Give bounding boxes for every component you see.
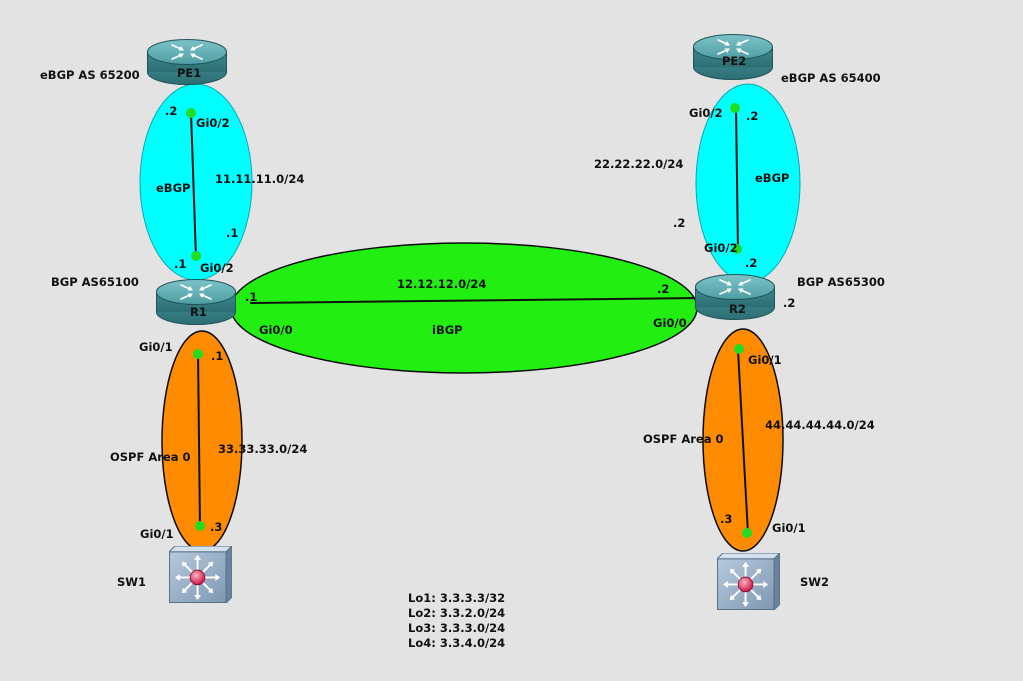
interface-label: Gi0/1 xyxy=(772,521,806,535)
device-label-sw1: SW1 xyxy=(117,575,146,589)
subnet-label: 22.22.22.0/24 xyxy=(594,157,684,171)
interface-label: Gi0/2 xyxy=(200,261,234,275)
device-label-sw2: SW2 xyxy=(800,575,829,589)
subnet-label: 12.12.12.0/24 xyxy=(397,277,487,291)
interface-label: Gi0/1 xyxy=(140,527,174,541)
ip-label: .1 xyxy=(245,290,258,304)
ip-label: .2 xyxy=(165,104,178,118)
link-endpoint[interactable] xyxy=(730,103,740,113)
interface-label: Gi0/2 xyxy=(704,241,738,255)
ip-label: .1 xyxy=(226,226,239,240)
ip-label: .2 xyxy=(783,296,796,310)
link-endpoint[interactable] xyxy=(191,251,201,261)
ip-label: .3 xyxy=(210,520,223,534)
as-label-r2: BGP AS65300 xyxy=(797,275,885,289)
interface-label: Gi0/0 xyxy=(653,316,687,330)
link-endpoint[interactable] xyxy=(193,349,203,359)
link-r1-sw1 xyxy=(197,351,201,529)
layer3-switch-icon-sw2[interactable] xyxy=(717,553,780,610)
ip-label: .2 xyxy=(657,282,670,296)
protocol-label: OSPF Area 0 xyxy=(643,432,724,446)
device-label-pe1: PE1 xyxy=(177,66,202,80)
loopback-entry: Lo1: 3.3.3.3/32 xyxy=(408,591,506,605)
ip-label: .1 xyxy=(211,349,224,363)
ip-label: .2 xyxy=(673,216,686,230)
ospf-zone-r1-sw1 xyxy=(161,330,243,552)
loopback-entry: Lo2: 3.3.2.0/24 xyxy=(408,606,506,620)
device-label-r2: R2 xyxy=(729,302,746,316)
ip-label: .2 xyxy=(745,256,758,270)
as-label-pe2: eBGP AS 65400 xyxy=(781,71,881,85)
link-endpoint[interactable] xyxy=(742,528,752,538)
loopback-entry: Lo4: 3.3.4.0/24 xyxy=(408,636,506,650)
protocol-label: eBGP xyxy=(156,181,191,195)
device-label-r1: R1 xyxy=(190,305,207,319)
as-label-pe1: eBGP AS 65200 xyxy=(40,68,140,82)
link-pe2-r2 xyxy=(735,107,739,251)
protocol-label: iBGP xyxy=(432,323,463,337)
link-endpoint[interactable] xyxy=(195,521,205,531)
protocol-label: eBGP xyxy=(755,171,790,185)
ip-label: .1 xyxy=(174,257,187,271)
interface-label: Gi0/1 xyxy=(748,353,782,367)
interface-label: Gi0/0 xyxy=(259,323,293,337)
interface-label: Gi0/2 xyxy=(196,116,230,130)
link-pe1-r1 xyxy=(190,111,197,259)
loopback-entry: Lo3: 3.3.3.0/24 xyxy=(408,621,506,635)
layer3-switch-icon-sw1[interactable] xyxy=(169,546,232,603)
as-label-r1: BGP AS65100 xyxy=(51,275,139,289)
subnet-label: 44.44.44.44.0/24 xyxy=(765,418,875,432)
ip-label: .3 xyxy=(720,512,733,526)
link-r2-sw2 xyxy=(737,349,749,535)
ip-label: .2 xyxy=(746,109,759,123)
link-endpoint[interactable] xyxy=(732,244,742,254)
device-label-pe2: PE2 xyxy=(722,54,747,68)
interface-label: Gi0/1 xyxy=(139,340,173,354)
link-endpoint[interactable] xyxy=(186,108,196,118)
interface-label: Gi0/2 xyxy=(689,106,723,120)
link-endpoint[interactable] xyxy=(734,344,744,354)
protocol-label: OSPF Area 0 xyxy=(110,450,191,464)
ibgp-zone-r1-r2 xyxy=(230,242,698,374)
subnet-label: 11.11.11.0/24 xyxy=(215,172,305,186)
loopback-list: Lo1: 3.3.3.3/32 Lo2: 3.3.2.0/24 Lo3: 3.3… xyxy=(408,591,505,651)
subnet-label: 33.33.33.0/24 xyxy=(218,442,308,456)
link-r1-r2 xyxy=(249,297,701,304)
